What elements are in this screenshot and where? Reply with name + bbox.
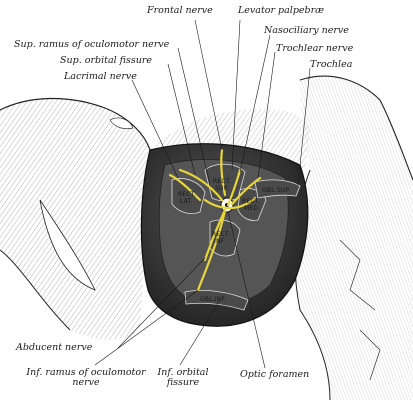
label-optic-foramen: Optic foramen [240, 369, 310, 380]
obl-sup-muscle [254, 179, 301, 199]
sup-ramus-path [178, 168, 224, 202]
label-inf-orbital-fissure: Inf. orbital fissure [148, 368, 218, 388]
label-inf-ramus-line1: Inf. ramus of oculomotor [26, 367, 146, 378]
rect-med-label-2: MED. [244, 205, 260, 212]
trochlear-path [230, 176, 262, 206]
label-inf-orbital-line2: fissure [166, 377, 200, 388]
obl-inf-muscle [184, 290, 249, 311]
rect-lat-label-2: LAT. [180, 198, 193, 205]
label-inf-ramus-line2: nerve [72, 377, 100, 388]
nerve-hub [203, 196, 257, 210]
roof-bone [150, 109, 310, 170]
rect-sup-label-1: RECT. [213, 178, 231, 185]
leader-lines [94, 19, 311, 369]
rect-inf-label-1: RECT. [212, 231, 230, 238]
label-trochlea: Trochlea [310, 59, 353, 70]
left-bone [0, 98, 150, 340]
label-levator-palpebrae: Levator palpebræ [238, 5, 325, 16]
rect-lat-label-1: RECT. [178, 191, 196, 198]
label-abducent-nerve: Abducent nerve [16, 342, 93, 353]
label-trochlear-nerve: Trochlear nerve [276, 43, 354, 54]
left-bone-outline [0, 97, 151, 151]
label-frontal-nerve: Frontal nerve [147, 5, 213, 16]
inf-ramus-path [196, 208, 227, 292]
right-bone [294, 76, 413, 400]
nerves [168, 148, 262, 292]
label-sup-ramus-oculomotor: Sup. ramus of oculomotor nerve [14, 39, 170, 50]
label-lacrimal-nerve: Lacrimal nerve [64, 71, 137, 82]
rect-inf-label-2: INF. [214, 238, 225, 245]
rect-med-label-1: RECT. [242, 198, 260, 205]
obl-sup-label: OBL.SUP. [262, 187, 290, 194]
obl-inf-label: OBL.INF. [200, 296, 226, 303]
label-sup-orbital-fissure: Sup. orbital fissure [60, 55, 153, 66]
frontal-nerve-path [220, 148, 227, 197]
lacrimal-path [168, 173, 202, 202]
label-inf-ramus-oculomotor: Inf. ramus of oculomotor nerve [2, 368, 170, 388]
nasociliary-path [226, 168, 242, 207]
rect-sup-label-2: SUP. [215, 185, 229, 192]
label-inf-orbital-line1: Inf. orbital [157, 367, 209, 378]
rect-lat-muscle [171, 178, 206, 214]
label-nasociliary-nerve: Nasociliary nerve [264, 25, 349, 36]
